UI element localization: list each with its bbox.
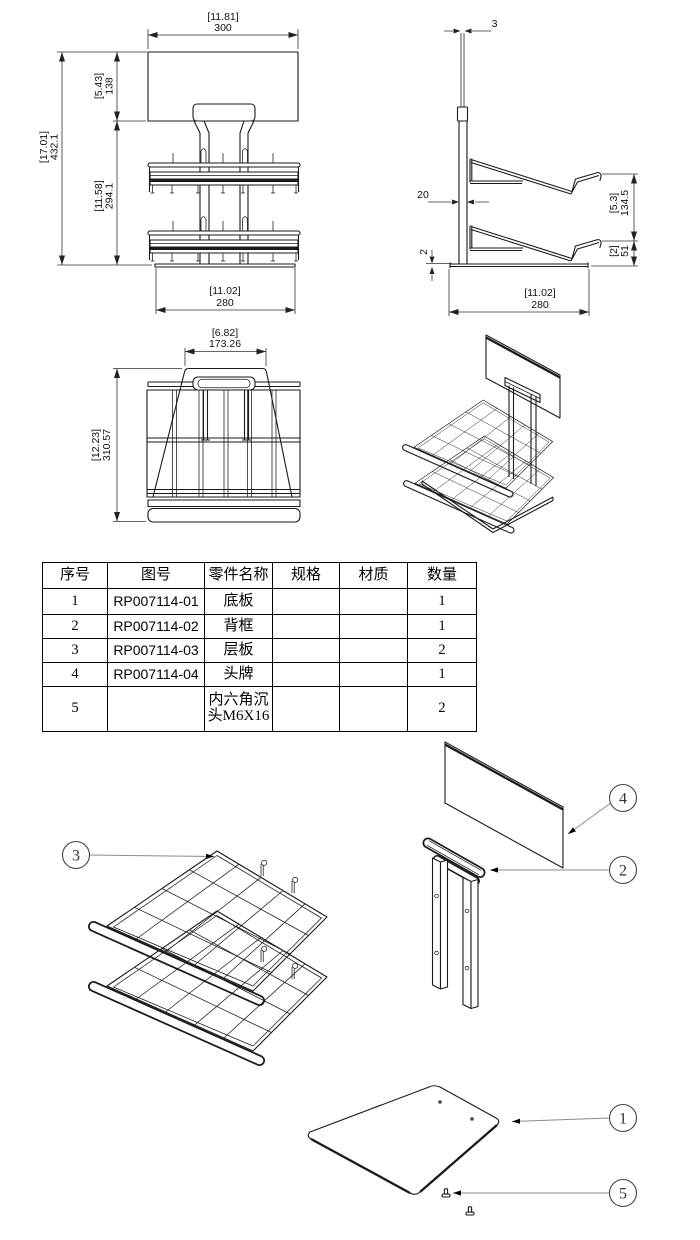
- bom-code-2: RP007114-02: [107, 614, 205, 639]
- balloon-1-label: 1: [619, 1111, 627, 1128]
- dim-front-width-inch: [11.81]: [207, 11, 238, 23]
- dim-side-base-thickness: 2: [418, 249, 430, 255]
- dim-top-depth-inch: [12.23]: [90, 429, 102, 461]
- bom-qty-4: 1: [407, 662, 477, 687]
- dim-front-sign-mm: 138: [104, 77, 116, 95]
- dim-front-body-mm: 294.1: [104, 183, 116, 209]
- balloon-2-label: 2: [619, 863, 627, 880]
- bom-row-3: 3 RP007114-03 层板 2: [42, 638, 477, 663]
- dim-side-post-depth: 20: [417, 189, 429, 201]
- balloon-3-leader: [89, 853, 215, 860]
- bom-qty-3: 2: [407, 638, 477, 663]
- exploded-shelves-view: 3: [61, 840, 328, 1061]
- base-plate-hole: [470, 1117, 474, 1121]
- bom-code-3: RP007114-03: [107, 638, 205, 663]
- bom-name-4: 头牌: [204, 662, 273, 687]
- bom-mat-3: [339, 638, 408, 663]
- bom-code-4: RP007114-04: [107, 662, 205, 687]
- exploded-backframe-view: 4 2: [422, 741, 638, 1010]
- bom-name-1: 底板: [204, 588, 273, 615]
- bom-row-1: 1 RP007114-01 底板 1: [42, 588, 477, 615]
- dim-top-sign-mm: 173.26: [209, 338, 241, 350]
- bom-name-3: 层板: [204, 638, 273, 663]
- bom-qty-1: 1: [407, 588, 477, 615]
- screw-icon: [465, 1206, 475, 1216]
- bom-mat-4: [339, 662, 408, 687]
- dim-side-sign-thickness: 3: [492, 18, 498, 30]
- bom-header-material: 材质: [339, 562, 408, 589]
- bom-header-code: 图号: [107, 562, 205, 589]
- balloon-4-leader: [567, 802, 612, 835]
- bom-code-5: [107, 686, 205, 732]
- backframe-left-leg: [431, 857, 449, 990]
- dim-side-low-inch: [2]: [608, 245, 620, 257]
- bom-spec-2: [272, 614, 340, 639]
- isometric-view: [405, 334, 561, 533]
- bom-no-3: 3: [42, 638, 108, 663]
- bom-no-2: 2: [42, 614, 108, 639]
- balloon-3-label: 3: [72, 848, 80, 865]
- top-view: [6.82] 173.26 [12.23] 310.57: [90, 327, 301, 523]
- exploded-baseplate-view: 1 5: [307, 1085, 638, 1216]
- bom-no-1: 1: [42, 588, 108, 615]
- dim-side-depth-mm: 280: [531, 299, 549, 311]
- dim-front-sign-inch: [5.43]: [93, 73, 105, 99]
- bom-spec-4: [272, 662, 340, 687]
- header-sign-panel: [444, 741, 564, 869]
- balloon-5: 5: [608, 1178, 638, 1208]
- dim-side-pitch-inch: [5.3]: [608, 193, 620, 214]
- front-view: [11.81] 300 [17.01] 432.1 [5.43] 138 [11…: [38, 11, 301, 314]
- side-view: 3 20 2 [5.3] 134.5 [2] 51 [11.02] 280: [417, 18, 638, 316]
- front-view-dimensions: [11.81] 300 [17.01] 432.1 [5.43] 138 [11…: [38, 11, 299, 314]
- balloon-1-leader: [511, 1117, 610, 1124]
- bom-mat-1: [339, 588, 408, 615]
- dim-top-depth-mm: 310.57: [101, 429, 113, 461]
- base-plate-hole: [438, 1100, 442, 1104]
- bom-qty-2: 1: [407, 614, 477, 639]
- base-plate: [307, 1085, 500, 1195]
- balloon-1: 1: [608, 1103, 638, 1133]
- backframe-right-leg: [462, 876, 479, 1010]
- bom-spec-5: [272, 686, 340, 732]
- screw-icon: [441, 1188, 451, 1198]
- bom-name-2: 背框: [204, 614, 273, 639]
- dim-front-height-inch: [17.01]: [38, 131, 50, 163]
- dim-side-low-mm: 51: [619, 245, 631, 257]
- bom-header-row: 序号 图号 零件名称 规格 材质 数量: [42, 562, 477, 589]
- dim-front-base-mm: 280: [216, 297, 234, 309]
- balloon-2: 2: [608, 855, 638, 885]
- balloon-4-label: 4: [619, 791, 627, 808]
- dim-front-height-mm: 432.1: [49, 134, 61, 160]
- dim-side-depth-inch: [11.02]: [524, 287, 555, 299]
- dim-front-base-inch: [11.02]: [209, 285, 240, 297]
- dim-top-sign-inch: [6.82]: [212, 327, 238, 339]
- bom-row-2: 2 RP007114-02 背框 1: [42, 614, 477, 639]
- dim-front-width-mm: 300: [214, 22, 232, 34]
- bom-header-no: 序号: [42, 562, 108, 589]
- bom-header-name: 零件名称: [204, 562, 273, 589]
- bom-mat-5: [339, 686, 408, 732]
- side-view-dimensions: 3 20 2 [5.3] 134.5 [2] 51 [11.02] 280: [417, 18, 638, 316]
- bom-qty-5: 2: [407, 686, 477, 732]
- top-view-dimensions: [6.82] 173.26 [12.23] 310.57: [90, 327, 267, 522]
- bom-header-qty: 数量: [407, 562, 477, 589]
- bom-row-5: 5 内六角沉头M6X16 2: [42, 686, 477, 732]
- bom-row-4: 4 RP007114-04 头牌 1: [42, 662, 477, 687]
- bom-header-spec: 规格: [272, 562, 340, 589]
- dim-front-body-inch: [11.58]: [93, 180, 105, 211]
- dim-side-pitch-mm: 134.5: [619, 190, 631, 216]
- bom-table: 序号 图号 零件名称 规格 材质 数量 1 RP007114-01 底板 1 2…: [42, 562, 477, 732]
- balloon-4: 4: [608, 783, 638, 813]
- bom-mat-2: [339, 614, 408, 639]
- balloon-5-label: 5: [619, 1186, 627, 1203]
- bom-spec-3: [272, 638, 340, 663]
- bom-name-5: 内六角沉头M6X16: [204, 686, 273, 732]
- balloon-3: 3: [61, 840, 91, 870]
- bom-no-4: 4: [42, 662, 108, 687]
- bom-code-1: RP007114-01: [107, 588, 205, 615]
- bom-no-5: 5: [42, 686, 108, 732]
- bom-spec-1: [272, 588, 340, 615]
